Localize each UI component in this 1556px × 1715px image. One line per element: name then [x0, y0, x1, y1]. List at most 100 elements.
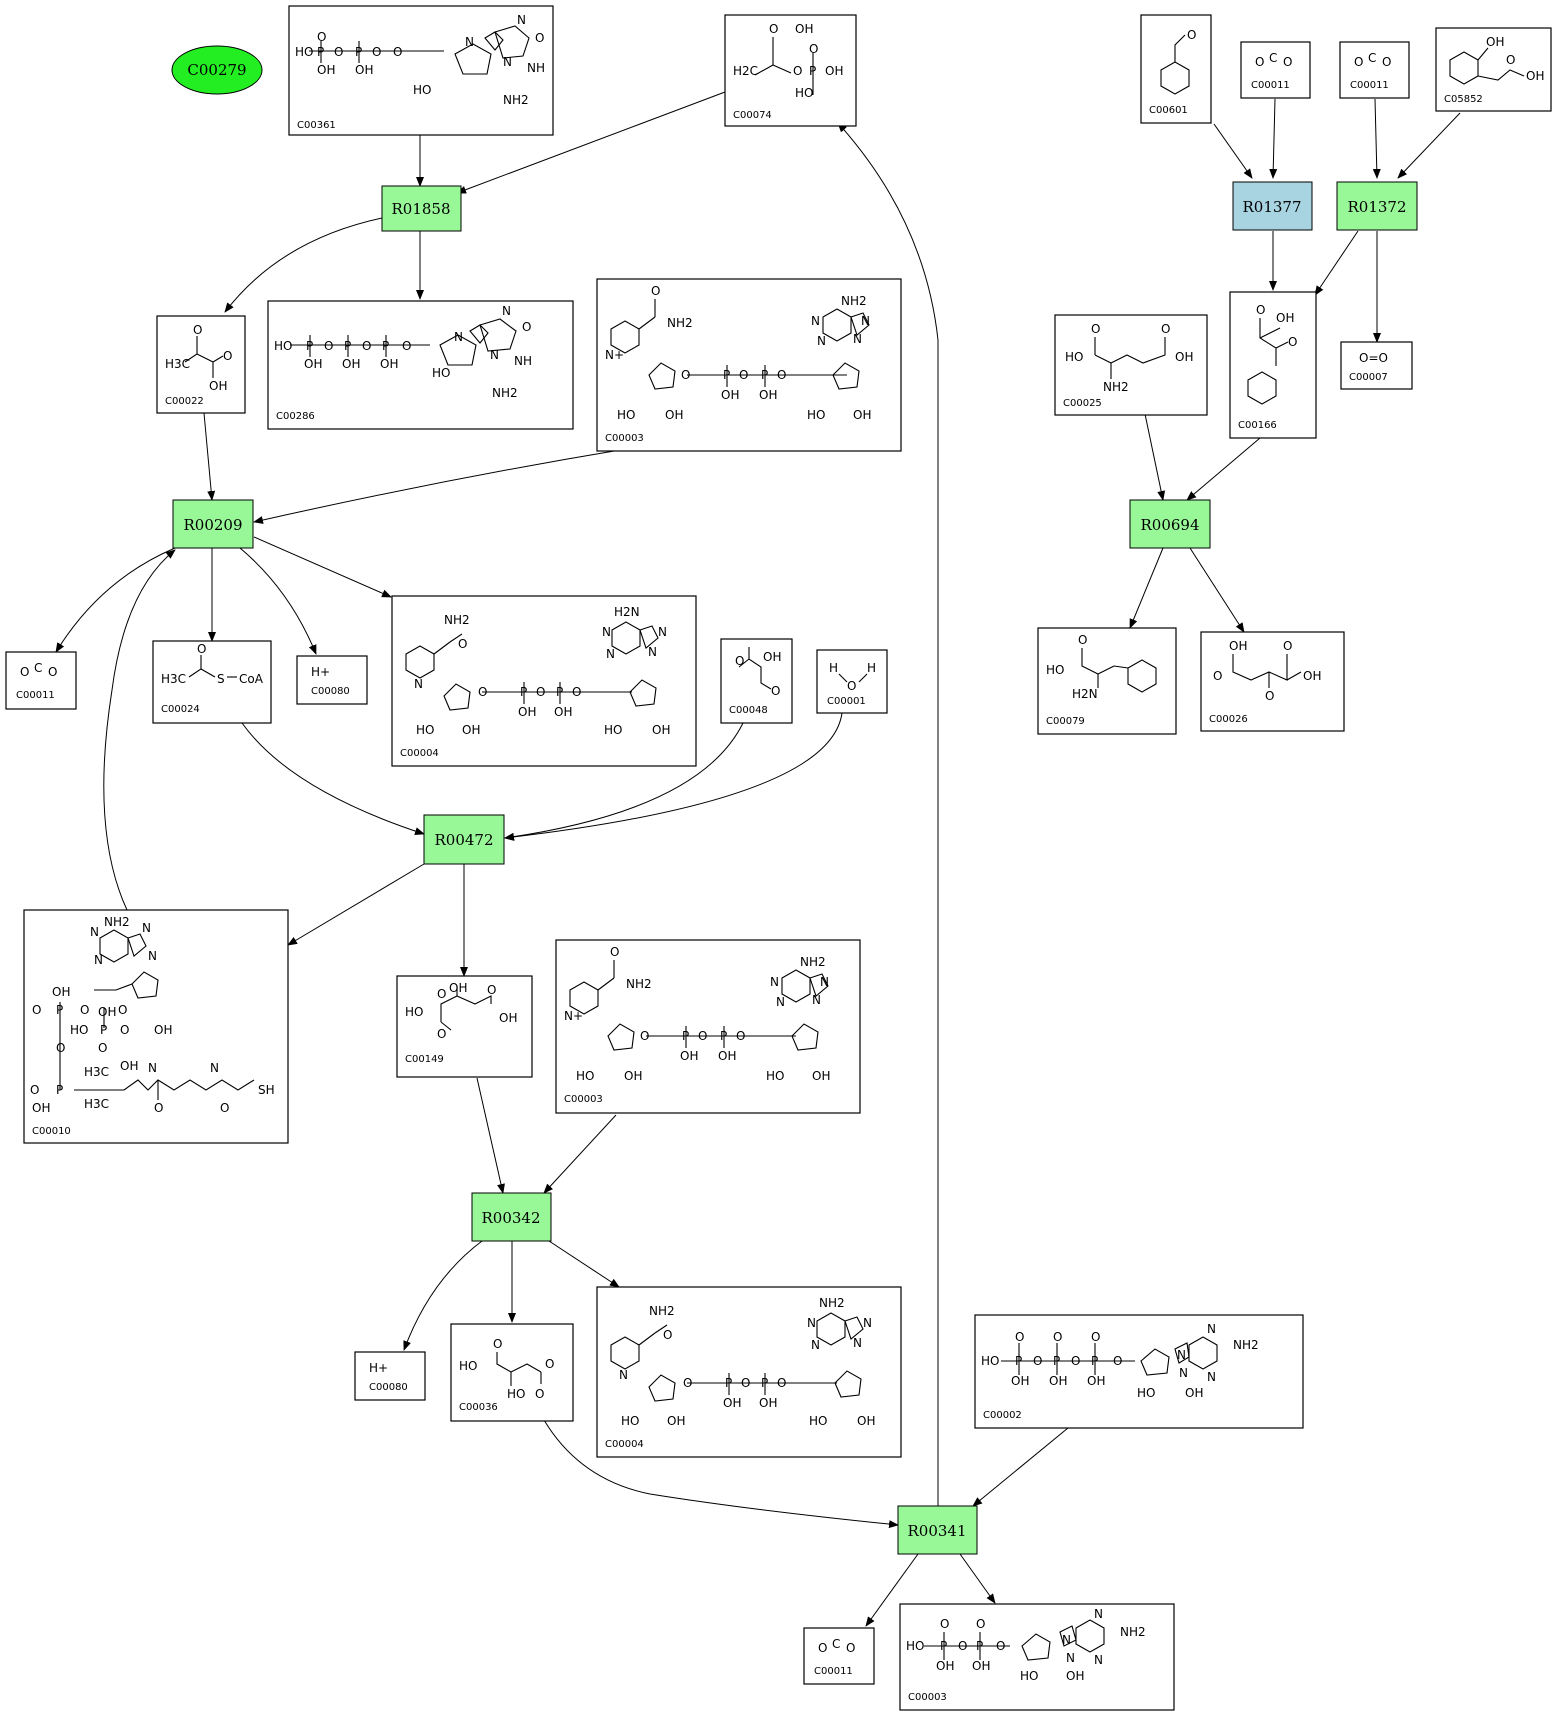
- compound-c00003-bottom[interactable]: O O HO P O P O OH OH HO OH N N N N NH2 C…: [899, 1603, 1175, 1711]
- svg-text:N: N: [853, 332, 862, 346]
- edge-c00036-r00341: [543, 1419, 899, 1529]
- compound-id: C00007: [1349, 372, 1388, 383]
- compound-c00048[interactable]: O OH O C00048: [720, 638, 793, 724]
- reaction-r00472[interactable]: R00472: [423, 814, 505, 865]
- reaction-label: R01858: [391, 200, 450, 218]
- compound-c00001[interactable]: H O H C00001: [816, 649, 888, 714]
- compound-c00004-upper[interactable]: NH2 O N O P O P O OH OH HO OH H2N N N N …: [391, 595, 697, 767]
- compound-id: C00011: [814, 1666, 853, 1677]
- svg-text:N: N: [210, 1061, 219, 1075]
- compound-c00011-top-right[interactable]: O C O C00011: [1339, 41, 1410, 99]
- svg-text:P: P: [761, 1376, 768, 1390]
- compound-c00079[interactable]: O HO H2N C00079: [1037, 627, 1177, 735]
- compound-c00010[interactable]: NH2 N N N N OH O P O O OH HO P O OH O O …: [23, 909, 289, 1144]
- structure-c00011: O C O: [1354, 51, 1391, 69]
- compound-c00036[interactable]: O HO O HO O C00036: [450, 1323, 574, 1422]
- edge-c00011a-r01377: [1269, 98, 1278, 179]
- compound-c00011-bottom[interactable]: O C O C00011: [803, 1627, 875, 1685]
- compound-c00022[interactable]: O H3C O OH C00022: [156, 315, 246, 414]
- compound-c00011-left[interactable]: O C O C00011: [5, 651, 77, 710]
- svg-text:HO: HO: [432, 366, 450, 380]
- structure-c00166: O OH O: [1247, 303, 1297, 405]
- svg-text:P: P: [720, 1029, 727, 1043]
- svg-text:NH: NH: [527, 61, 545, 75]
- reaction-r01858[interactable]: R01858: [381, 185, 462, 232]
- svg-text:O: O: [535, 1387, 544, 1401]
- reaction-r00694[interactable]: R00694: [1129, 499, 1211, 549]
- compound-c00166[interactable]: O OH O C00166: [1229, 291, 1317, 439]
- compound-c05852[interactable]: OH OH O C05852: [1435, 27, 1552, 112]
- svg-text:N: N: [776, 995, 785, 1009]
- svg-text:H2N: H2N: [1072, 687, 1098, 701]
- compound-c00003-upper[interactable]: O NH2 N+ O P O P O OH OH HO OH NH2 N N N…: [596, 278, 902, 452]
- compound-c00080-upper[interactable]: H+ C00080: [296, 655, 368, 705]
- svg-text:HO: HO: [405, 1005, 423, 1019]
- structure-c00361: HO P O P O O OH OH O HO N N N NH O NH2: [295, 13, 545, 107]
- svg-text:O: O: [32, 1003, 41, 1017]
- compound-c00004-lower[interactable]: NH2 O N O P O P O OH OH HO OH NH2 N N N …: [596, 1286, 902, 1458]
- compound-c00003-middle[interactable]: O NH2 N+ O P O P O OH OH HO OH NH2 N N N…: [555, 939, 861, 1114]
- compound-c00149[interactable]: OH O O HO OH O C00149: [396, 975, 533, 1078]
- svg-text:O: O: [1255, 55, 1264, 69]
- compound-c00361[interactable]: HO P O P O O OH OH O HO N N N NH O NH2 C…: [288, 5, 554, 136]
- root-node-c00279[interactable]: C00279: [171, 45, 263, 95]
- svg-text:SH: SH: [258, 1083, 275, 1097]
- compound-id: C00080: [369, 1382, 408, 1393]
- svg-text:O: O: [1161, 322, 1170, 336]
- svg-text:HO: HO: [413, 83, 431, 97]
- svg-text:N: N: [1179, 1366, 1188, 1380]
- compound-c00025[interactable]: O O HO OH NH2 C00025: [1054, 314, 1208, 416]
- svg-text:HO: HO: [1065, 350, 1083, 364]
- compound-c00002[interactable]: O O O HO P O P O P O OH OH OH HO OH N N …: [974, 1314, 1304, 1429]
- structure-c00002: O O O HO P O P O P O OH OH OH HO OH N N …: [981, 1322, 1259, 1400]
- svg-text:N: N: [502, 304, 511, 318]
- svg-text:O: O: [940, 1617, 949, 1631]
- edge-c00074-r01858: [456, 91, 726, 194]
- svg-text:OH: OH: [1229, 639, 1247, 653]
- compound-id: C00002: [983, 1410, 1022, 1421]
- edge-r01858-c00022: [224, 217, 383, 313]
- svg-text:OH: OH: [1066, 1669, 1084, 1683]
- svg-text:O: O: [402, 339, 411, 353]
- svg-text:OH: OH: [1185, 1386, 1203, 1400]
- compound-id: C00022: [165, 396, 204, 407]
- reaction-label: R00342: [481, 1209, 540, 1227]
- compound-c00011-top-left[interactable]: O C O C00011: [1240, 41, 1311, 99]
- svg-text:OH: OH: [1011, 1374, 1029, 1388]
- svg-text:HO: HO: [981, 1354, 999, 1368]
- svg-text:N: N: [648, 645, 657, 659]
- compound-c00007[interactable]: O=O C00007: [1340, 341, 1413, 390]
- compound-c00286[interactable]: HO P O P O P O OH OH OH HO N N N NH O NH…: [267, 300, 574, 430]
- compound-c00026[interactable]: OH O O OH O C00026: [1200, 631, 1345, 732]
- svg-text:N: N: [606, 647, 615, 661]
- structure-c00022: O H3C O OH: [165, 323, 232, 393]
- svg-text:P: P: [344, 339, 351, 353]
- svg-text:N: N: [414, 677, 423, 691]
- compound-id: C00003: [605, 433, 644, 444]
- svg-text:HO: HO: [604, 723, 622, 737]
- edge-r00341-c00003c: [959, 1553, 996, 1604]
- reaction-r00341[interactable]: R00341: [897, 1505, 978, 1555]
- edge-c00011b-r01372: [1372, 98, 1381, 179]
- svg-text:OH: OH: [462, 723, 480, 737]
- svg-text:OH: OH: [154, 1023, 172, 1037]
- svg-text:H: H: [867, 661, 876, 675]
- reaction-r01372[interactable]: R01372: [1336, 181, 1418, 231]
- compound-c00080-lower[interactable]: H+ C00080: [354, 1351, 426, 1401]
- svg-text:CoA: CoA: [239, 672, 264, 686]
- structure-c00036: O HO O HO O: [459, 1337, 554, 1401]
- svg-text:N: N: [811, 314, 820, 328]
- reaction-r00209[interactable]: R00209: [172, 499, 254, 549]
- compound-c00601[interactable]: O C00601: [1140, 14, 1212, 124]
- compound-c00024[interactable]: O H3C S CoA C00024: [152, 640, 272, 724]
- svg-text:H: H: [829, 661, 838, 675]
- svg-text:O: O: [809, 42, 818, 56]
- reaction-r00342[interactable]: R00342: [471, 1192, 552, 1242]
- reaction-r01377[interactable]: R01377: [1232, 181, 1313, 231]
- svg-text:N: N: [1207, 1370, 1216, 1384]
- compound-c00074[interactable]: O OH H2C O P OH HO O C00074: [724, 14, 857, 127]
- svg-text:N: N: [1066, 1651, 1075, 1665]
- svg-text:N: N: [863, 1316, 872, 1330]
- compound-id: C00024: [161, 704, 200, 715]
- svg-text:OH: OH: [624, 1069, 642, 1083]
